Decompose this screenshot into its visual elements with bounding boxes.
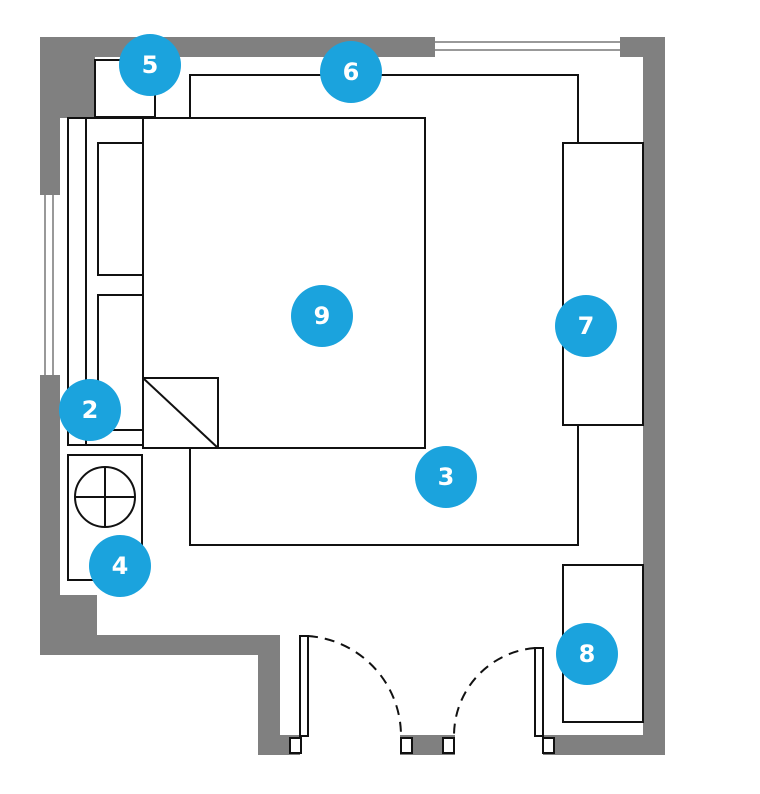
alcove-wall bbox=[258, 635, 280, 755]
bed bbox=[142, 117, 426, 449]
badge-6: 6 bbox=[320, 41, 382, 103]
door-leaf bbox=[534, 647, 544, 737]
badge-8: 8 bbox=[556, 623, 618, 685]
badge-label: 4 bbox=[112, 552, 129, 580]
bottom-wall-right bbox=[543, 735, 665, 755]
door-jamb bbox=[542, 737, 555, 754]
door-left[interactable] bbox=[299, 635, 403, 737]
badge-label: 2 bbox=[82, 396, 99, 424]
window-top bbox=[435, 41, 620, 51]
badge-9: 9 bbox=[291, 285, 353, 347]
left-wall-lower bbox=[40, 375, 60, 655]
left-wall-upper bbox=[40, 118, 60, 195]
window-left bbox=[44, 195, 54, 375]
wardrobe bbox=[562, 142, 644, 426]
badge-label: 9 bbox=[314, 302, 331, 330]
badge-label: 3 bbox=[438, 463, 455, 491]
badge-label: 6 bbox=[343, 58, 360, 86]
badge-4: 4 bbox=[89, 535, 151, 597]
door-jamb bbox=[400, 737, 413, 754]
badge-label: 5 bbox=[142, 51, 159, 79]
right-wall bbox=[643, 37, 665, 755]
door-jamb bbox=[289, 737, 302, 754]
badge-5: 5 bbox=[119, 34, 181, 96]
bottom-wall-middle bbox=[400, 735, 455, 755]
badge-7: 7 bbox=[555, 295, 617, 357]
bottom-left-wall bbox=[40, 635, 280, 655]
nightstand-top bbox=[97, 142, 144, 276]
door-right[interactable] bbox=[452, 647, 544, 737]
corner-top-left bbox=[40, 37, 95, 118]
badge-label: 7 bbox=[578, 312, 595, 340]
door-jamb bbox=[442, 737, 455, 754]
door-swing-arc bbox=[452, 647, 536, 737]
badge-2: 2 bbox=[59, 379, 121, 441]
badge-label: 8 bbox=[579, 640, 596, 668]
badge-3: 3 bbox=[415, 446, 477, 508]
door-swing-arc bbox=[307, 635, 403, 737]
walls bbox=[40, 37, 665, 755]
door-leaf bbox=[299, 635, 309, 737]
